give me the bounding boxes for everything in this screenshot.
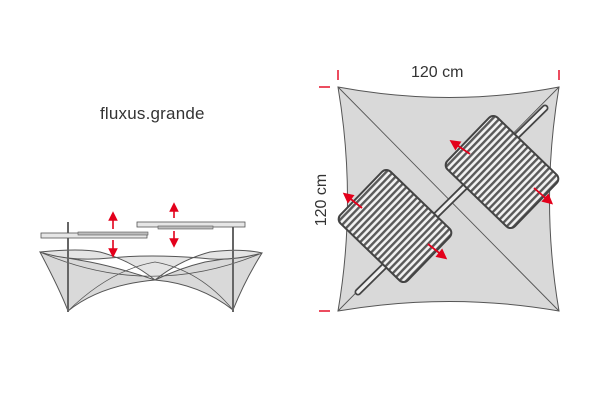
width-dimension-label: 120 cm bbox=[411, 64, 464, 81]
top-view bbox=[319, 70, 560, 312]
top-view-rotation-arrow bbox=[533, 187, 554, 205]
top-view-grill-upper bbox=[444, 114, 560, 230]
side-view-sail-right bbox=[153, 252, 264, 311]
top-view-grill-lower bbox=[337, 168, 453, 284]
side-view-grill-left-lower bbox=[77, 231, 149, 236]
side-view-grill-right-lower bbox=[157, 225, 214, 230]
product-title: fluxus.grande bbox=[100, 104, 205, 123]
top-view-rotation-arrow bbox=[427, 243, 448, 260]
side-view bbox=[39, 202, 264, 312]
top-view-rotation-arrow bbox=[449, 139, 471, 155]
top-view-rotation-arrow bbox=[342, 192, 363, 209]
